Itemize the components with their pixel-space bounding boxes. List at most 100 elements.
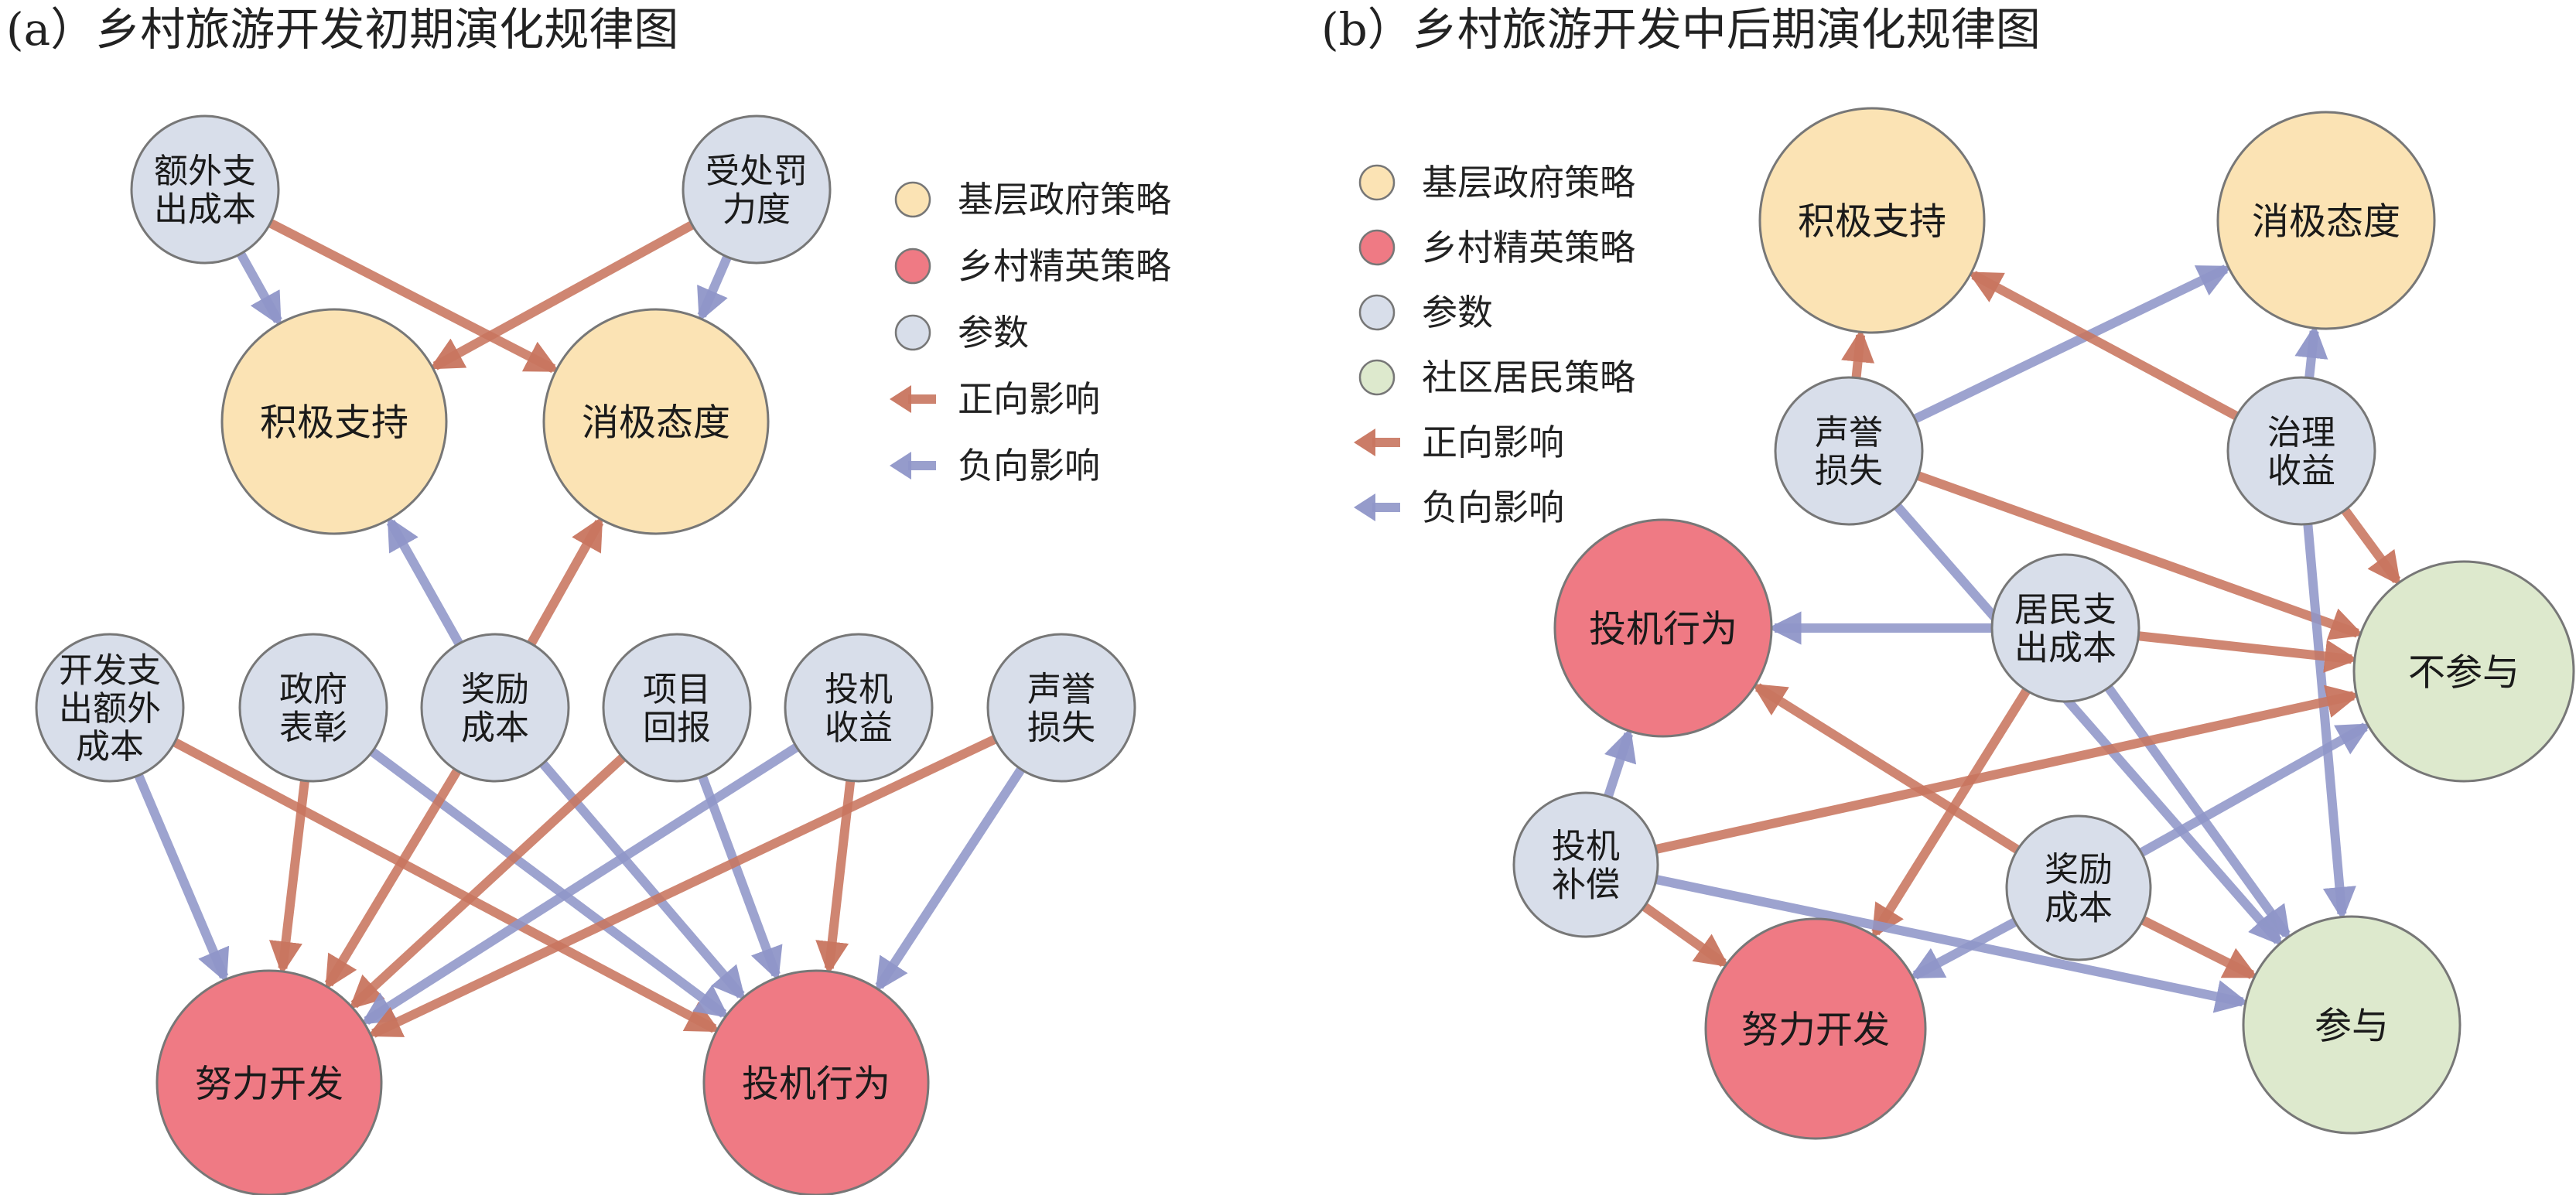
panel-b: (b）乡村旅游开发中后期演化规律图 积极支持消极态度声誉损失治理收益投机行为居民… (1321, 3, 2575, 1140)
edge-a_jlcb-to-a_tjxw-negative (518, 735, 746, 1001)
node-b_xjtd: 消极态度 (2216, 111, 2436, 330)
legend-item-elite: 乡村精英策略 (1358, 227, 1635, 268)
node-label: 损失 (1815, 452, 1883, 491)
legend-arrow-head (1354, 428, 1375, 456)
panel-a-nodes: 额外支出成本受处罚力度积极支持消极态度开发支出额外成本政府表彰奖励成本项目回报投… (35, 114, 1136, 1195)
node-label: 出成本 (2014, 629, 2116, 668)
node-label: 开发支 (59, 651, 161, 691)
edge-b_sysx-to-b_bcy-positive (1885, 459, 2364, 640)
node-circle-parameter (682, 114, 832, 265)
node-a_jjzc: 积极支持 (220, 308, 448, 535)
legend-item-parameter: 参数 (894, 312, 1029, 353)
node-label: 努力开发 (195, 1062, 343, 1105)
legend-label: 乡村精英策略 (1422, 227, 1635, 268)
edge-a_ewzcb-to-a_xjtd-positive (238, 203, 560, 374)
legend-label: 乡村精英策略 (958, 245, 1171, 287)
legend-item-negative: 负向影响 (1354, 487, 1564, 528)
edge-b_jmzc-to-b_cy-negative (2085, 657, 2291, 941)
node-circle-elite (155, 969, 383, 1195)
legend-item-government: 基层政府策略 (1358, 162, 1635, 203)
panel-a-title: (a）乡村旅游开发初期演化规律图 (6, 3, 678, 56)
node-label: 努力开发 (1741, 1008, 1890, 1051)
edge-a_scfld-to-a_jjzc-positive (429, 204, 724, 370)
legend-label: 基层政府策略 (1422, 162, 1635, 203)
node-circle-government (2216, 111, 2436, 330)
node-a_xjtd: 消极态度 (542, 308, 770, 535)
edge-b_jmzc-to-b_bcy-positive (2105, 627, 2359, 673)
node-circle-parameter (238, 633, 388, 783)
legend-swatch (894, 181, 931, 218)
panel-b-nodes: 积极支持消极态度声誉损失治理收益投机行为居民支出成本不参与投机补偿奖励成本努力开… (1512, 107, 2575, 1140)
legend-arrow-head (1354, 493, 1375, 521)
edge-a_jlcb-to-a_nlkf-positive (324, 739, 479, 990)
node-label: 政府 (279, 670, 347, 709)
node-label: 收益 (825, 708, 893, 748)
legend-label: 参数 (958, 312, 1029, 353)
node-circle-resident (2242, 915, 2462, 1135)
node-circle-parameter (1512, 791, 1659, 938)
node-label: 参与 (2315, 1004, 2389, 1047)
edge-a_sysx-to-a_tjxw-negative (875, 739, 1044, 992)
node-circle-parameter (602, 633, 752, 783)
legend-swatch (1358, 294, 1396, 331)
edge-a_zfbz-to-a_tjxw-negative (343, 728, 729, 1019)
node-label: 消极态度 (582, 401, 730, 444)
node-circle-parameter (1774, 376, 1924, 526)
node-label: 受处罚 (705, 152, 808, 191)
edge-a_tjsy-to-a_tjxw-positive (815, 747, 859, 975)
legend-arrow-head (890, 385, 911, 413)
node-label: 成本 (76, 727, 144, 767)
legend-item-positive: 正向影响 (890, 378, 1100, 420)
panel-b-title: (b）乡村旅游开发中后期演化规律图 (1321, 3, 2041, 56)
edge-a_kfzc-to-a_nlkf-negative (121, 743, 230, 983)
node-label: 投机 (1552, 827, 1620, 866)
node-circle-parameter (35, 633, 185, 783)
node-label: 收益 (2267, 452, 2335, 491)
legend-item-parameter: 参数 (1358, 292, 1493, 333)
node-label: 力度 (723, 190, 791, 230)
node-circle-parameter (1990, 553, 2140, 703)
edge-b_sysx-to-b_cy-negative (1871, 478, 2283, 947)
node-b_jjzc: 积极支持 (1758, 107, 1986, 334)
node-label: 投机 (825, 670, 893, 709)
legend-item-elite: 乡村精英策略 (894, 245, 1171, 287)
legend-label: 负向影响 (1422, 487, 1564, 528)
legend-arrow-head (890, 452, 911, 480)
legend-swatch (894, 248, 931, 285)
node-circle-government (1758, 107, 1986, 334)
node-circle-parameter (2005, 814, 2152, 961)
legend-swatch (894, 314, 931, 351)
node-a_nlkf: 努力开发 (155, 969, 383, 1195)
legend-item-positive: 正向影响 (1354, 422, 1564, 463)
edge-b_sysx-to-b_xjtd-negative (1883, 265, 2233, 438)
node-label: 补偿 (1552, 866, 1620, 905)
node-b_nlkf: 努力开发 (1704, 917, 1927, 1140)
node-circle-parameter (2226, 376, 2376, 526)
node-label: 不参与 (2408, 650, 2520, 694)
node-circle-government (542, 308, 770, 535)
node-label: 回报 (643, 708, 711, 748)
edge-a_zfbz-to-a_nlkf-positive (268, 747, 313, 975)
node-label: 消极态度 (2252, 200, 2400, 243)
node-circle-resident (2352, 560, 2575, 783)
node-circle-parameter (420, 633, 570, 783)
edge-b_tjbc-to-b_bcy-positive (1623, 685, 2360, 861)
edge-a_tjsy-to-a_nlkf-negative (360, 726, 828, 1026)
legend-swatch (1358, 359, 1396, 396)
legend-label: 正向影响 (958, 378, 1100, 420)
edge-a_kfzc-to-a_tjxw-positive (143, 722, 721, 1033)
node-circle-parameter (986, 633, 1136, 783)
